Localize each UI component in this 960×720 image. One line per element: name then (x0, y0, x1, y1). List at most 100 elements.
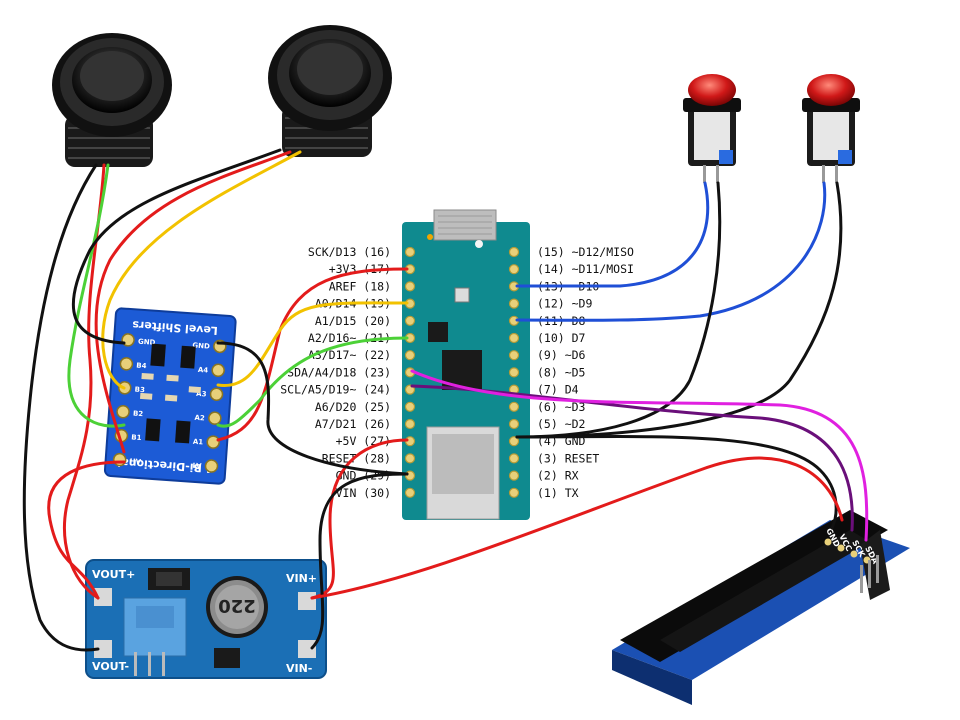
level-shifter-left-pin-label: B2 (133, 409, 144, 418)
level-shifter-right-pin-label: A2 (194, 414, 205, 423)
nano-right-pin-label: (8) ~D5 (537, 365, 585, 379)
nano-right-pin-pad (508, 453, 520, 464)
nano-left-pin-pad (404, 470, 416, 481)
nano-left-pin-label: A6/D20 (25) (315, 400, 391, 414)
oled-pin-pad (837, 544, 845, 552)
oled-pin-pad (850, 550, 858, 558)
push-button-2 (802, 74, 860, 183)
nano-left-pin-pad (404, 453, 416, 464)
boost-vin-minus-label: VIN- (286, 662, 312, 675)
nano-right-pin-pad (508, 298, 520, 309)
nano-left-pin-pad (404, 246, 416, 258)
speaker-left (52, 33, 172, 167)
nano-left-pin-label: SCK/D13 (16) (308, 245, 391, 259)
nano-left-pin-label: SCL/A5/D19~ (24) (280, 383, 391, 397)
nano-right-pin-label: (14) ~D11/MOSI (537, 262, 634, 276)
nano-right-pin-pad (508, 367, 520, 378)
nano-left-pin-label: AREF (18) (329, 279, 391, 293)
level-shifter-left-pad (116, 405, 130, 419)
level-shifter-right-pad (208, 411, 222, 425)
wire-a0-yellow (216, 301, 409, 388)
level-shifter-right-pin-label: A4 (198, 366, 209, 375)
level-shifter-title: Level Shifters (131, 318, 218, 337)
nano-left-pin-pad (404, 401, 416, 412)
arduino-nano-board (402, 209, 530, 520)
nano-right-pin-label: (10) D7 (537, 331, 586, 345)
nano-right-pin-label: (7) D4 (537, 383, 579, 397)
inductor-label: 220 (218, 595, 256, 616)
level-shifter-left-pad (119, 357, 134, 371)
nano-left-pin-label: VIN (30) (336, 486, 391, 500)
wire-button2-black (515, 181, 843, 439)
wire-button1-blue (515, 181, 710, 288)
level-shifter-left-pin-label: GND (138, 338, 156, 347)
nano-right-pin-label: (12) ~D9 (537, 297, 592, 311)
level-shifter-right-pin-label: LV (192, 462, 202, 471)
wire-oled-vcc-red (310, 456, 844, 600)
nano-right-pin-pad (508, 487, 520, 498)
nano-left-pin-label: RESET (28) (322, 451, 391, 465)
wire-5v-red (310, 438, 409, 600)
wire-a2-green (216, 336, 409, 428)
nano-left-pin-pad (404, 350, 416, 361)
nano-left-pin-label: A7/D21 (26) (315, 417, 391, 431)
level-shifter-right-pin-label: GND (192, 341, 210, 350)
nano-right-pin-pad (508, 350, 520, 361)
nano-left-pin-label: +5V (27) (336, 434, 391, 448)
wire-speaker-right-black (71, 148, 282, 345)
nano-right-pin-pad (508, 436, 520, 447)
nano-left-pin-label: SDA/A4/D18 (23) (287, 365, 391, 379)
wire-speaker-left-red (63, 163, 106, 600)
nano-right-pin-pad (508, 418, 520, 430)
nano-right-pin-pad (508, 401, 520, 412)
wire-button1-black (515, 181, 722, 439)
level-shifter-left-pin-label: HV (129, 457, 141, 466)
level-shifter-left-pin-label: B1 (131, 433, 142, 442)
nano-right-pin-label: (3) RESET (537, 451, 599, 465)
wire-ls-hv-red (47, 460, 126, 600)
oled-pin-pad (824, 538, 832, 546)
wire-speaker-left-black (22, 163, 100, 652)
nano-left-pin-label: +3V3 (17) (329, 262, 391, 276)
level-shifter-board: Level Shifters 4 Bi-Directional GNDB4B3B… (103, 307, 237, 485)
nano-left-pin-pad (404, 281, 416, 292)
nano-right-pin-pad (508, 264, 520, 275)
nano-left-pin-label: A3/D17~ (22) (308, 348, 391, 362)
wire-oled-sda-magenta (410, 369, 869, 542)
boost-converter-board: VOUT+ VOUT- VIN+ VIN- 220 (85, 559, 327, 679)
level-shifter-right-pin-label: A3 (196, 390, 207, 399)
level-shifter-left-pin-label: B3 (134, 386, 145, 395)
nano-left-pin-pad (404, 418, 416, 430)
wire-ls-gnd-black (216, 341, 409, 476)
wires (22, 148, 869, 652)
nano-right-pin-label: (2) RX (537, 469, 579, 483)
nano-right-pin-label: (5) ~D2 (537, 417, 585, 431)
level-shifter-left-pin-label: B4 (136, 362, 147, 371)
nano-left-pin-pad (404, 315, 416, 326)
nano-right-pin-label: (6) ~D3 (537, 400, 586, 414)
level-shifter-right-pad (209, 387, 224, 401)
level-shifter-right-pad (204, 459, 219, 473)
nano-left-pin-pad (404, 487, 416, 498)
boost-vout-plus-label: VOUT+ (92, 568, 135, 581)
wire-button2-blue (515, 181, 827, 322)
push-button-1 (683, 74, 741, 183)
boost-vin-plus-label: VIN+ (286, 572, 317, 585)
nano-right-pin-pad (508, 246, 520, 258)
nano-left-pin-label: A1/D15 (20) (315, 314, 391, 328)
wire-speaker-right-red (94, 150, 292, 454)
level-shifter-right-pin-label: A1 (193, 438, 204, 447)
wire-gnd-black (310, 472, 409, 650)
speaker-right (268, 25, 392, 157)
boost-vout-minus-label: VOUT- (92, 660, 129, 673)
level-shifter-right-pad (206, 435, 220, 449)
nano-right-pin-label: (9) ~D6 (537, 348, 586, 362)
level-shifter-left-pad (112, 452, 127, 467)
nano-right-pin-label: (15) ~D12/MISO (537, 245, 634, 259)
wire-speaker-left-green (67, 163, 126, 428)
wire-oled-sck-purple (410, 384, 854, 532)
nano-right-pin-pad (508, 332, 520, 344)
nano-right-pin-label: (1) TX (537, 486, 579, 500)
